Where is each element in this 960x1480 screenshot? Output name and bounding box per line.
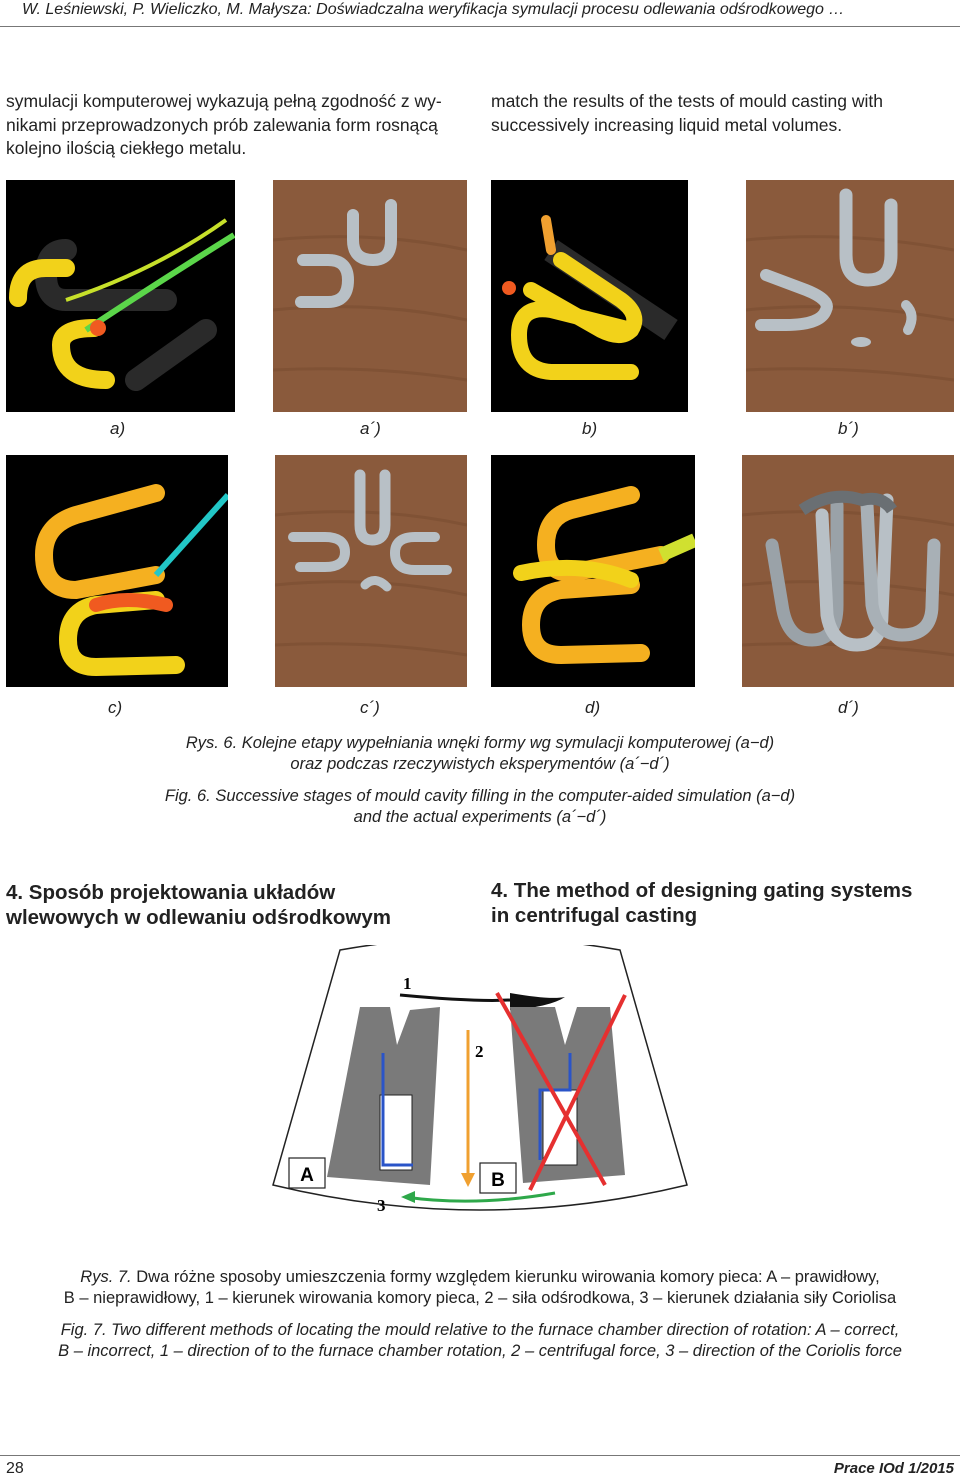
simulation-image-b (491, 180, 688, 412)
label-b: b) (582, 419, 598, 438)
label-d: d) (585, 698, 601, 717)
figure6-caption-pl-line1: Kolejne etapy wypełniania wnęki formy wg… (241, 734, 775, 752)
intro-text-en: match the results of the tests of mould … (491, 90, 956, 137)
running-title: W. Leśniewski, P. Wieliczko, M. Małysza:… (22, 1, 845, 18)
figure7-caption-en: Fig. 7. Two different methods of locatin… (0, 1320, 960, 1362)
label-b-prime: b´) (838, 419, 859, 438)
figure6-caption-en-line2: and the actual experiments (a´−d´) (353, 808, 607, 826)
figure7-caption-en-line1: Two different methods of locating the mo… (111, 1321, 900, 1339)
label-a-prime: a´) (360, 419, 381, 438)
intro-pl-line: nikami przeprowadzonych prób zalewania f… (6, 114, 438, 135)
figure6-caption-pl-prefix: Rys. 6. (185, 734, 238, 752)
page-number: 28 (6, 1460, 24, 1477)
intro-pl-line: kolejno ilością ciekłego metalu. (6, 138, 247, 158)
label-c: c) (108, 698, 123, 717)
label-three: 3 (377, 1196, 386, 1215)
label-one: 1 (403, 974, 412, 993)
label-A: A (300, 1165, 314, 1186)
centrifugal-arrow-head (461, 1173, 475, 1187)
section-heading-pl-line: wlewowych w odlewaniu odśrodkowym (6, 906, 392, 929)
running-header: W. Leśniewski, P. Wieliczko, M. Małysza:… (0, 0, 960, 28)
label-B: B (491, 1170, 505, 1191)
footer-rule (0, 1455, 960, 1456)
figure7-caption-pl-prefix: Rys. 7. (80, 1268, 132, 1286)
figure7-caption-pl: Rys. 7. Dwa różne sposoby umieszczenia f… (0, 1267, 960, 1309)
intro-en-line: match the results of the tests of mould … (491, 91, 883, 111)
experiment-photo-b-prime (746, 180, 954, 412)
intro-pl-line: symulacji komputerowej wykazują pełną zg… (6, 91, 442, 111)
label-a: a) (110, 419, 126, 438)
intro-text-pl: symulacji komputerowej wykazują pełną zg… (6, 90, 476, 161)
figure7-caption-pl-line1: Dwa różne sposoby umieszczenia formy wzg… (136, 1268, 880, 1286)
simulation-image-d (491, 455, 695, 687)
cross-line (528, 994, 627, 1191)
cross-line (495, 992, 607, 1186)
experiment-photo-d-prime (742, 455, 954, 687)
section-heading-pl-line: 4. Sposób projektowania układów (6, 881, 336, 904)
figure6-caption-en-line1: Successive stages of mould cavity fillin… (215, 787, 796, 805)
simulation-image-a (6, 180, 235, 412)
figure6-caption-pl: Rys. 6. Kolejne etapy wypełniania wnęki … (0, 733, 960, 775)
section-heading-en-line: 4. The method of designing gating system… (491, 879, 913, 902)
figure7-caption-en-prefix: Fig. 7. (60, 1321, 107, 1339)
mould-a-cavity (379, 1094, 413, 1171)
figure6-caption-pl-line2: oraz podczas rzeczywistych eksperymentów… (290, 755, 670, 773)
label-two: 2 (475, 1042, 484, 1061)
coriolis-arrow-line (404, 1191, 556, 1203)
figure7-caption-pl-line2: B – nieprawidłowy, 1 – kierunek wirowani… (63, 1289, 897, 1307)
experiment-photo-c-prime (275, 455, 467, 687)
label-a-box (288, 1157, 326, 1189)
label-b-box (479, 1162, 517, 1194)
intro-en-line: successively increasing liquid metal vol… (491, 114, 843, 135)
coriolis-arrow-head (401, 1191, 415, 1203)
header-rule (0, 26, 960, 27)
mould-orientation-diagram: 1 2 3 A B (265, 936, 695, 1230)
journal-name: Prace IOd 1/2015 (833, 1460, 954, 1477)
section-heading-en: 4. The method of designing gating system… (491, 878, 956, 928)
figure6-caption-en: Fig. 6. Successive stages of mould cavit… (0, 786, 960, 828)
mould-a-channel (381, 1053, 413, 1167)
label-d-prime: d´) (838, 698, 859, 717)
section-heading-en-line: in centrifugal casting (491, 904, 698, 927)
simulation-image-c (6, 455, 228, 687)
label-c-prime: c´) (360, 698, 380, 717)
experiment-photo-a-prime (273, 180, 467, 412)
figure6-caption-en-prefix: Fig. 6. (164, 787, 211, 805)
rotation-arrow-head (510, 993, 565, 1010)
mould-b-channel (538, 1053, 572, 1160)
figure7-caption-en-line2: B – incorrect, 1 – direction of to the f… (58, 1342, 902, 1360)
section-heading-pl: 4. Sposób projektowania układów wlewowyc… (6, 880, 476, 930)
